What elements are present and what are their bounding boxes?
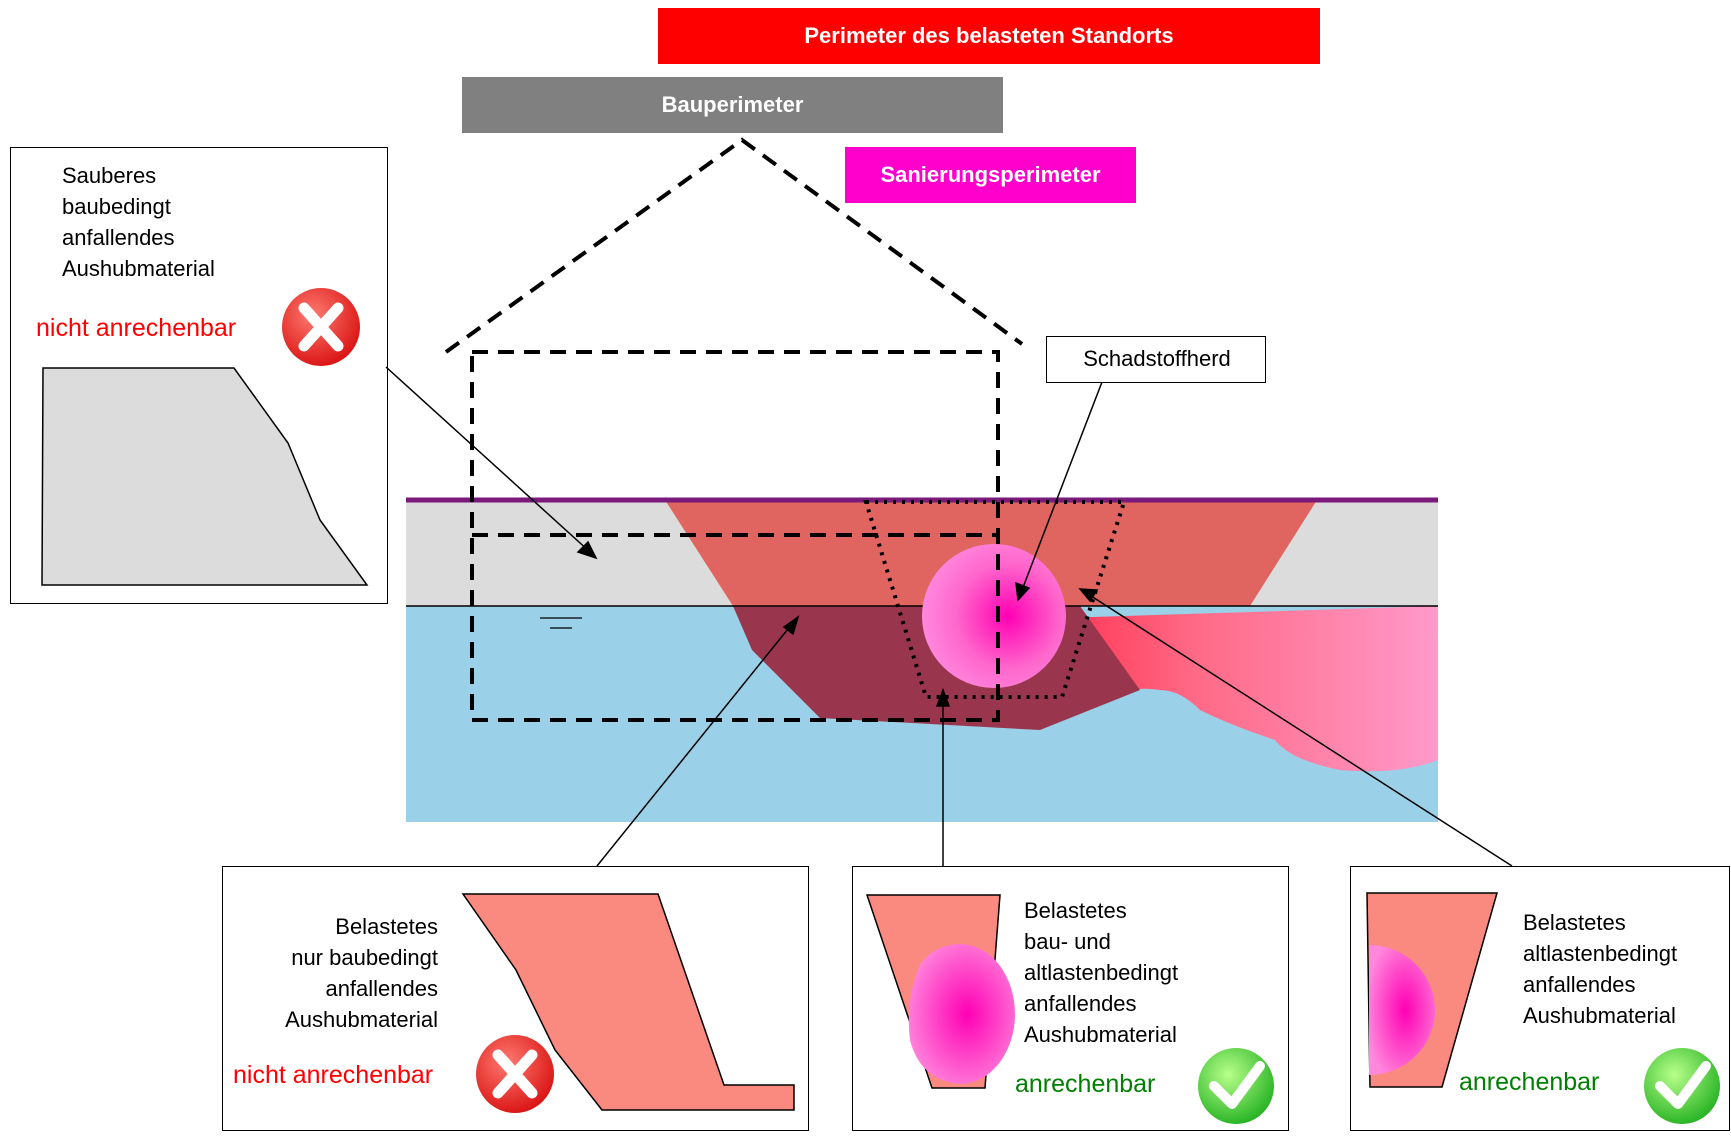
alt-herd-shape <box>1369 945 1436 1075</box>
check-icon-bau-alt <box>1198 1048 1274 1124</box>
standort-perimeter-label: Perimeter des belasteten Standorts <box>658 8 1320 64</box>
bau-material-status: nicht anrechenbar <box>233 1061 434 1089</box>
clean-material-title: Sauberes baubedingt anfallendes Aushubma… <box>62 163 215 281</box>
bau-alt-material-title: Belastetes bau- und altlastenbedingt anf… <box>1024 898 1179 1047</box>
bau-alt-material-box: Belastetes bau- und altlastenbedingt anf… <box>852 866 1289 1131</box>
pollutant-source <box>922 544 1066 688</box>
arrowhead-herd <box>1015 581 1031 602</box>
building-roof <box>444 137 1024 354</box>
arrowhead-bau-alt <box>935 687 951 707</box>
schadstoffherd-box: Schadstoffherd <box>1046 336 1266 383</box>
arrowhead-clean <box>576 540 598 560</box>
remediation-perimeter <box>863 500 1127 699</box>
clean-material-status: nicht anrechenbar <box>36 314 237 342</box>
alt-material-status: anrechenbar <box>1459 1068 1600 1096</box>
sanierungsperimeter-label: Sanierungsperimeter <box>845 147 1136 203</box>
alt-material-box: Belastetes altlastenbedingt anfallendes … <box>1350 866 1730 1131</box>
check-icon-alt <box>1644 1048 1720 1124</box>
bau-material-shape <box>461 893 795 1111</box>
alt-material-title: Belastetes altlastenbedingt anfallendes … <box>1523 910 1678 1028</box>
clean-material-shape <box>41 367 369 586</box>
x-icon-clean <box>282 288 360 366</box>
bau-material-title: Belastetes nur baubedingt anfallendes Au… <box>285 914 438 1032</box>
clean-material-box: Sauberes baubedingt anfallendes Aushubma… <box>10 147 388 604</box>
bau-alt-herd-shape <box>908 944 1015 1084</box>
schadstoffherd-label: Schadstoffherd <box>1083 346 1231 371</box>
arrowhead-bau <box>782 615 800 636</box>
arrowhead-alt <box>1078 588 1099 603</box>
x-icon-bau <box>476 1035 554 1113</box>
bau-alt-material-status: anrechenbar <box>1015 1070 1156 1098</box>
bau-material-box: Belastetes nur baubedingt anfallendes Au… <box>222 866 809 1131</box>
bauperimeter-label: Bauperimeter <box>462 77 1003 133</box>
